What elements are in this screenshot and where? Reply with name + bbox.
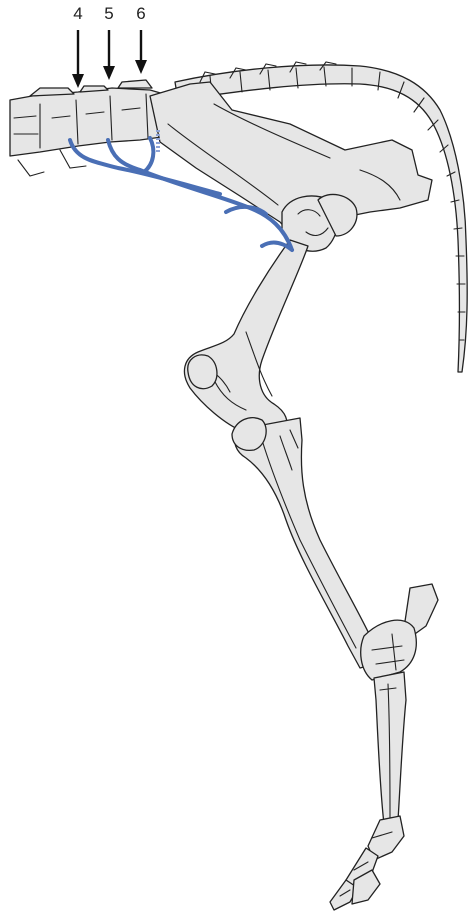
arrow-6 [135,30,147,74]
metatarsus [374,672,406,824]
tibia [232,418,382,668]
label-5: 5 [97,4,121,24]
digits [330,816,404,910]
label-6: 6 [129,4,153,24]
label-4: 4 [66,4,90,24]
tarsus [361,584,438,680]
arrow-5 [103,30,115,80]
femur [184,240,308,432]
arrow-4 [72,30,84,88]
pelvis [150,82,432,251]
nerve-root-6 [144,138,153,172]
